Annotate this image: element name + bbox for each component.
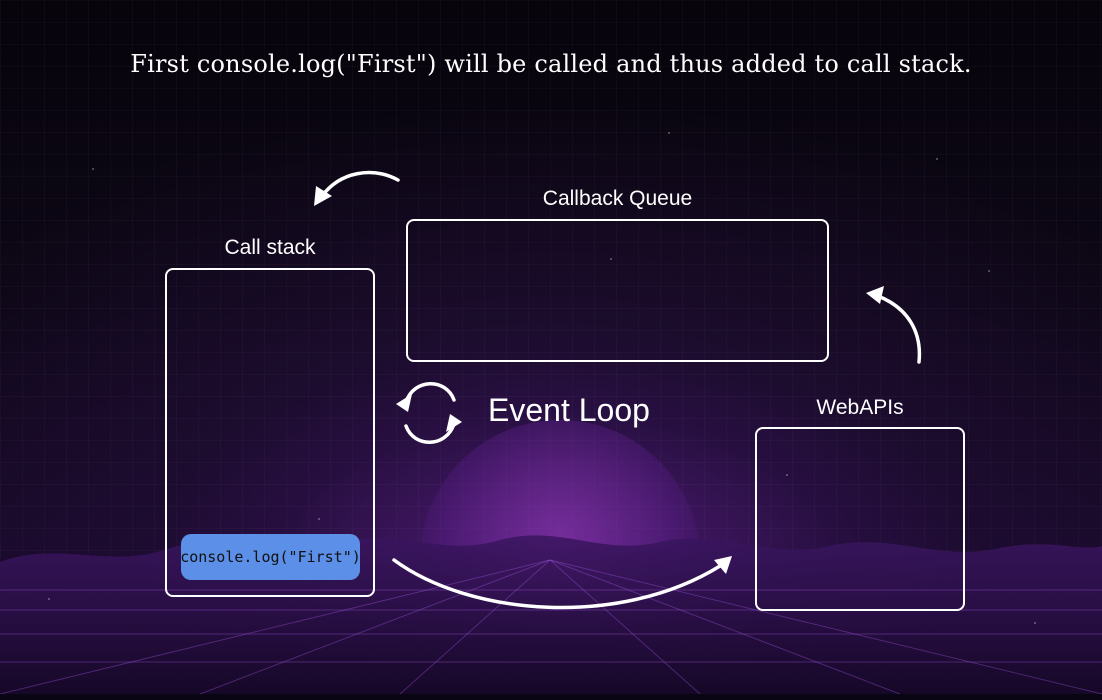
web-apis-box <box>755 427 965 611</box>
call-stack-box <box>165 268 375 597</box>
callback-queue-label: Callback Queue <box>542 187 693 210</box>
star <box>668 132 670 134</box>
curved-arrow-left-icon <box>314 170 400 206</box>
web-apis-label: WebAPIs <box>816 396 904 419</box>
star <box>48 598 50 600</box>
event-loop-cycle-icon <box>396 382 462 444</box>
star <box>318 518 320 520</box>
curved-arrow-right-icon <box>392 556 732 610</box>
call-stack-label: Call stack <box>224 236 316 259</box>
event-loop-label: Event Loop <box>488 392 650 428</box>
star <box>936 158 938 160</box>
star <box>92 168 94 170</box>
call-stack-item-console-log: console.log("First") <box>180 534 361 580</box>
star <box>988 270 990 272</box>
star <box>610 258 612 260</box>
callback-queue-box <box>406 219 829 362</box>
star <box>1034 622 1036 624</box>
star <box>786 474 788 476</box>
curved-arrow-up-icon <box>866 286 922 364</box>
slide-caption: First console.log("First") will be calle… <box>130 50 972 78</box>
